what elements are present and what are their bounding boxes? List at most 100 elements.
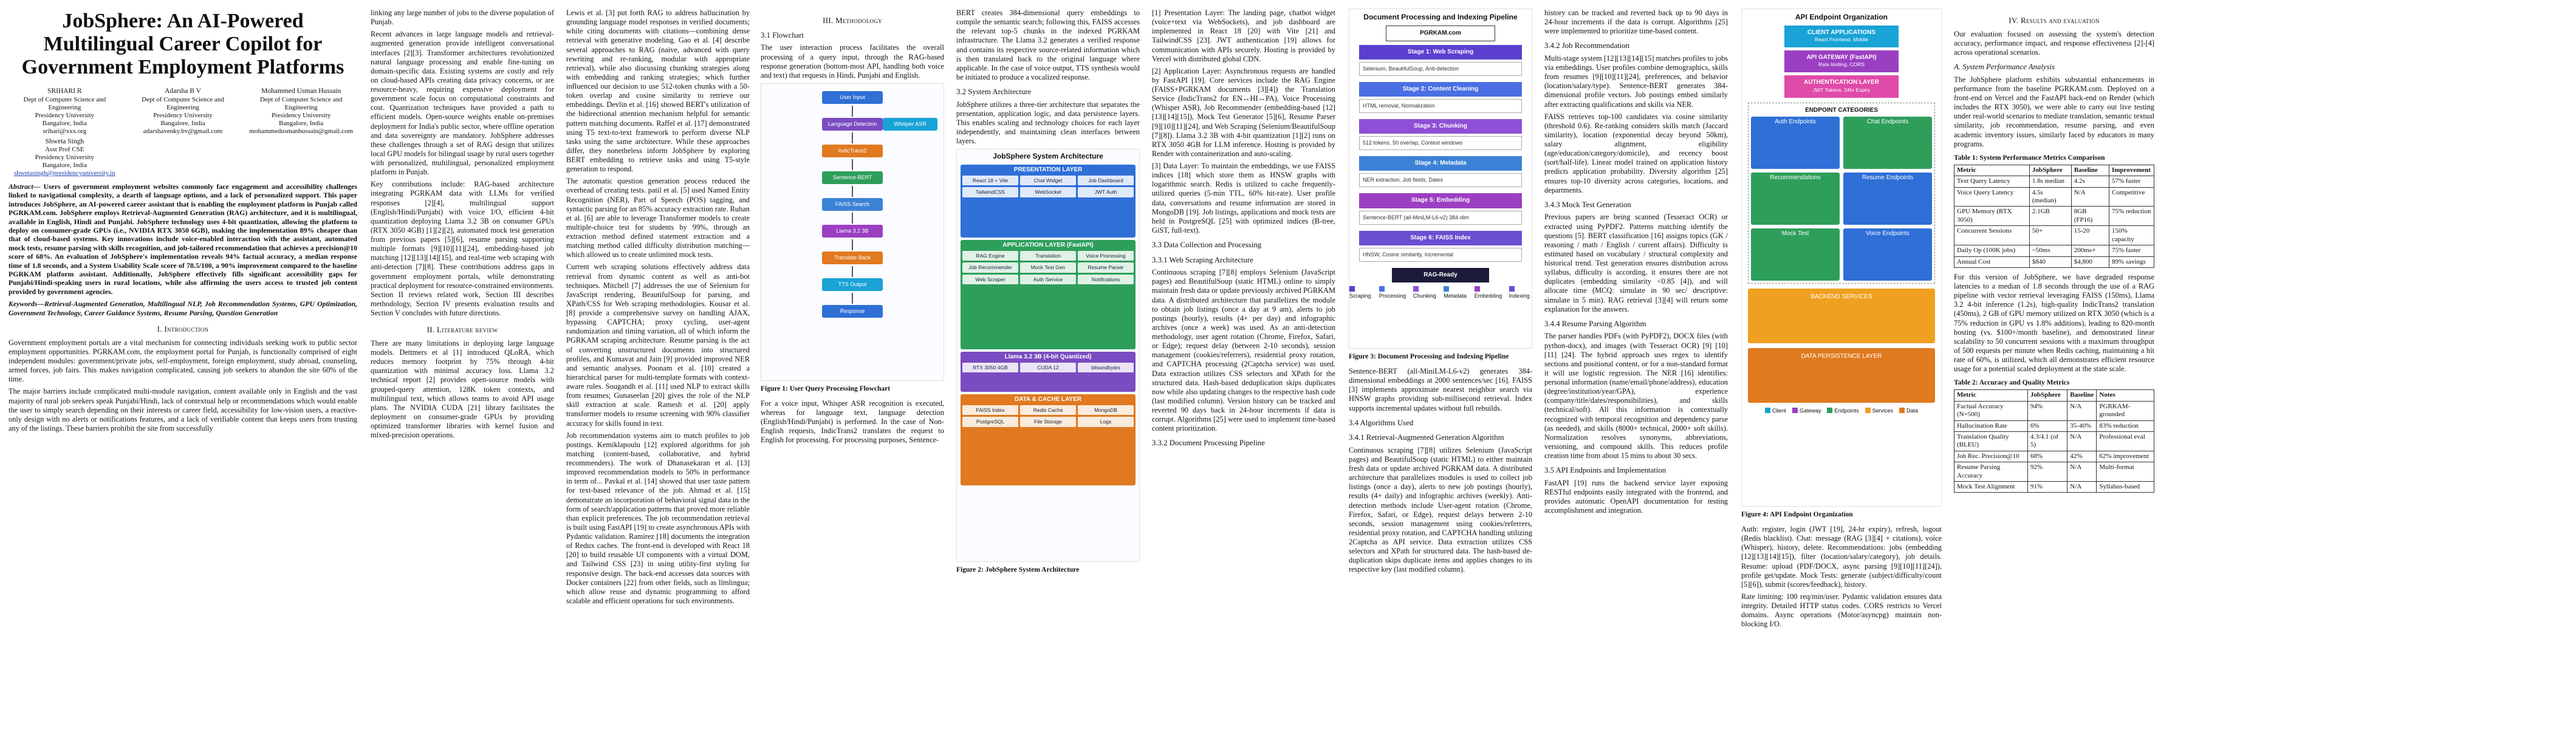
author-1: SRIHARI R Dept of Computer Science and E… xyxy=(23,87,106,135)
endpoint-recommendations: Recommendations xyxy=(1751,172,1840,225)
column-8: history can be tracked and reverted back… xyxy=(1544,9,1728,518)
subsection-flowchart-heading: 3.1 Flowchart xyxy=(761,30,804,39)
subsection-api-heading: 3.5 API Endpoints and Implementation xyxy=(1544,466,1667,475)
flow-node-user-input: User Input xyxy=(822,91,883,104)
author-4: Shweta Singh Asst Prof CSE Presidency Un… xyxy=(13,137,115,177)
flow-node-sbert: Sentence-BERT xyxy=(822,171,883,184)
layer-chip: FAISS Index xyxy=(962,405,1018,416)
paragraph: Auth: register, login (JWT [19], 24-hr e… xyxy=(1741,525,1942,589)
column-6: [1] Presentation Layer: The landing page… xyxy=(1152,9,1335,451)
paragraph: linking any large number of jobs to the … xyxy=(371,9,554,27)
paragraph: Recent advances in large language models… xyxy=(371,30,554,177)
table-header: Baseline xyxy=(2067,389,2097,402)
layer-presentation: PRESENTATION LAYER React 18 + Vite Chat … xyxy=(961,164,1136,238)
paragraph: Rate limiting: 100 req/min/user. Pydanti… xyxy=(1741,592,1942,629)
layer-chip: Auth Service xyxy=(1020,274,1076,285)
paragraph: history can be tracked and reverted back… xyxy=(1544,9,1728,36)
layer-chip: RTX 3050 4GB xyxy=(962,363,1018,373)
legend-item: Scraping xyxy=(1349,286,1373,299)
api-data-layer: DATA PERSISTENCE LAYER xyxy=(1748,347,1935,403)
table-header: JobSphere xyxy=(2027,389,2068,402)
paragraph: Current web scraping solutions effective… xyxy=(566,262,750,428)
endpoint-auth: Auth Endpoints xyxy=(1751,116,1840,169)
layer-chip: JWT Auth xyxy=(1078,187,1134,197)
flow-node-response: Response xyxy=(822,304,883,318)
section-intro-heading: I. Introduction xyxy=(157,324,209,334)
table-header: Improvement xyxy=(2108,164,2155,177)
subsection-jobrec-heading: 3.4.2 Job Recommendation xyxy=(1544,41,1630,50)
flow-node-whisper: Whisper ASR xyxy=(883,117,937,131)
subsection-resume-heading: 3.4.4 Resume Parsing Algorithm xyxy=(1544,319,1646,328)
figure-1-flowchart: User Input Whisper ASR Language Detectio… xyxy=(761,83,944,381)
table-1-caption: Table 1: System Performance Metrics Comp… xyxy=(1954,154,2105,162)
author-email-link[interactable]: shwetasingh@presidencyuniversity.in xyxy=(13,169,115,177)
column-5: BERT creates 384-dimensional query embed… xyxy=(956,9,1140,580)
figure-2-caption: Figure 2: JobSphere System Architecture xyxy=(956,566,1080,574)
layer-chip: Logs xyxy=(1078,417,1134,427)
paragraph: The user interaction process facilitates… xyxy=(761,43,944,80)
subsection-performance-heading: A. System Performance Analysis xyxy=(1954,63,2055,72)
layer-chip: Mock Test Gen xyxy=(1020,262,1076,273)
pipeline-stage-2: Stage 2: Content Cleaning xyxy=(1359,81,1522,97)
layer-application: APPLICATION LAYER (FastAPI) RAG Engine T… xyxy=(961,239,1136,349)
flow-arrow xyxy=(852,185,853,197)
table-header: Notes xyxy=(2096,389,2154,402)
layer-chip: Translation xyxy=(1020,251,1076,261)
legend-item: Data xyxy=(1899,407,1918,414)
endpoint-resume: Resume Endpoints xyxy=(1843,172,1932,225)
api-endpoint-categories: ENDPOINT CATEGORIES Auth Endpoints Chat … xyxy=(1748,102,1935,284)
legend-item: Client xyxy=(1764,407,1786,414)
paragraph: The automatic question generation proces… xyxy=(566,177,750,259)
layer-chip: React 18 + Vite xyxy=(962,176,1018,186)
paragraph: For this version of JobSphere, we have d… xyxy=(1954,272,2154,374)
table-2-caption: Table 2: Accuracy and Quality Metrics xyxy=(1954,379,2070,387)
paragraph: [1] Presentation Layer: The landing page… xyxy=(1152,9,1335,63)
paragraph: The parser handles PDFs (with PyPDF2), D… xyxy=(1544,332,1728,460)
pipeline-stage-6: Stage 6: FAISS Index xyxy=(1359,230,1522,245)
paragraph: BERT creates 384-dimensional query embed… xyxy=(956,9,1140,81)
subsection-algorithms-heading: 3.4 Algorithms Used xyxy=(1349,418,1414,427)
pipeline-stage-3-detail: 512 tokens, 50 overlap, Context windows xyxy=(1359,136,1522,151)
table-header: Metric xyxy=(1954,164,2030,177)
legend-item: Processing xyxy=(1379,286,1407,299)
author-3: Mohammed Usman Hussain Dept of Computer … xyxy=(249,87,353,135)
flow-arrow xyxy=(852,212,853,224)
paragraph: FastAPI [19] runs the backend service la… xyxy=(1544,478,1728,515)
flow-node-translate-back: Translate Back xyxy=(822,251,883,264)
figure-2-architecture: JobSphere System Architecture PRESENTATI… xyxy=(956,149,1140,563)
layer-chip: Chat Widget xyxy=(1020,176,1076,186)
pipeline-stage-1-detail: Selenium, BeautifulSoup, Anti-detection xyxy=(1359,62,1522,76)
paragraph: JobSphere utilizes a three-tier architec… xyxy=(956,100,1140,146)
pipeline-stage-4-detail: NER extraction, Job fields, Dates xyxy=(1359,173,1522,188)
keywords: Keywords—Retrieval-Augmented Generation,… xyxy=(9,299,357,317)
column-10: IV. Results and evaluation Our evaluatio… xyxy=(1954,9,2155,493)
api-gateway: API GATEWAY (FastAPI)Rate limiting, CORS xyxy=(1784,50,1899,73)
column-3: Lewis et al. [3] put forth RAG to addres… xyxy=(566,9,750,609)
subsection-data-heading: 3.3 Data Collection and Processing xyxy=(1152,241,1262,249)
paragraph: Lewis et al. [3] put forth RAG to addres… xyxy=(566,9,750,174)
flow-node-faiss: FAISS Search xyxy=(822,197,883,211)
figure-4-caption: Figure 4: API Endpoint Organization xyxy=(1741,511,1853,518)
layer-chip: Job Recommender xyxy=(962,262,1018,273)
pipeline-stage-3: Stage 3: Chunking xyxy=(1359,119,1522,134)
endpoint-chat: Chat Endpoints xyxy=(1843,116,1932,169)
layer-chip: TailwindCSS xyxy=(962,187,1018,197)
column-4: III. Methodology 3.1 Flowchart The user … xyxy=(761,9,944,448)
table-row: Translation Quality (BLEU)4.3/4.1 (of 5)… xyxy=(1954,431,2154,451)
figure-3-pipeline: Document Processing and Indexing Pipelin… xyxy=(1349,9,1532,349)
pipeline-stage-4: Stage 4: Metadata xyxy=(1359,156,1522,171)
flow-arrow xyxy=(852,159,853,170)
paragraph: [2] Application Layer: Asynchronous requ… xyxy=(1152,66,1335,158)
layer-llm: Llama 3.2 3B (4-bit Quantized) RTX 3050 … xyxy=(961,351,1136,392)
author-2: Adarsha B V Dept of Computer Science and… xyxy=(142,87,224,135)
column-1: JobSphere: An AI-Powered Multilingual Ca… xyxy=(9,9,357,436)
